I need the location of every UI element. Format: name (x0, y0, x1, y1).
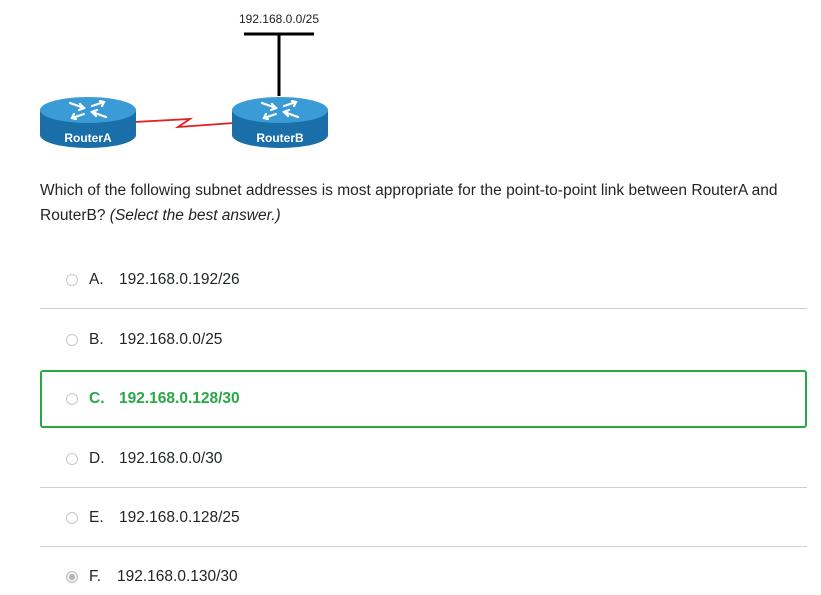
option-e[interactable]: E. 192.168.0.128/25 (40, 489, 807, 547)
option-f-selected[interactable]: F. 192.168.0.130/30 (40, 548, 807, 595)
radio-button-icon[interactable] (66, 334, 78, 346)
option-text: 192.168.0.128/25 (119, 508, 240, 526)
option-d[interactable]: D. 192.168.0.0/30 (40, 430, 807, 488)
option-letter: E. (89, 508, 104, 526)
option-b[interactable]: B. 192.168.0.0/25 (40, 311, 807, 369)
question-text: Which of the following subnet addresses … (40, 178, 810, 228)
serial-link (133, 117, 235, 129)
option-c-correct[interactable]: C. 192.168.0.128/30 (40, 370, 807, 428)
router-a-icon (40, 97, 136, 148)
router-b-label: RouterB (256, 131, 304, 145)
question-hint: (Select the best answer.) (109, 207, 281, 224)
option-text: 192.168.0.192/26 (119, 270, 240, 288)
option-letter: D. (89, 449, 105, 467)
router-a-label: RouterA (64, 131, 112, 145)
option-letter: A. (89, 270, 104, 288)
radio-button-icon[interactable] (66, 393, 78, 405)
radio-dot-icon (69, 574, 75, 580)
option-text: 192.168.0.128/30 (119, 390, 240, 407)
question-body: Which of the following subnet addresses … (40, 182, 778, 224)
radio-button-icon[interactable] (66, 452, 78, 465)
option-a[interactable]: A. 192.168.0.192/26 (40, 251, 807, 309)
option-letter: B. (89, 331, 104, 348)
option-text: 192.168.0.0/30 (119, 449, 223, 467)
network-diagram-svg (40, 32, 328, 148)
lan-subnet-label: 192.168.0.0/25 (238, 12, 320, 26)
option-text: 192.168.0.0/25 (119, 331, 223, 348)
router-b-icon (232, 97, 328, 148)
option-letter: F. (89, 568, 102, 585)
radio-button-selected-icon[interactable] (66, 571, 78, 583)
option-letter: C. (89, 390, 105, 407)
radio-button-icon[interactable] (66, 273, 78, 286)
option-text: 192.168.0.130/30 (117, 568, 238, 585)
network-diagram: 192.168.0.0/25 RouterA RouterB (0, 0, 821, 170)
radio-button-icon[interactable] (66, 511, 78, 524)
